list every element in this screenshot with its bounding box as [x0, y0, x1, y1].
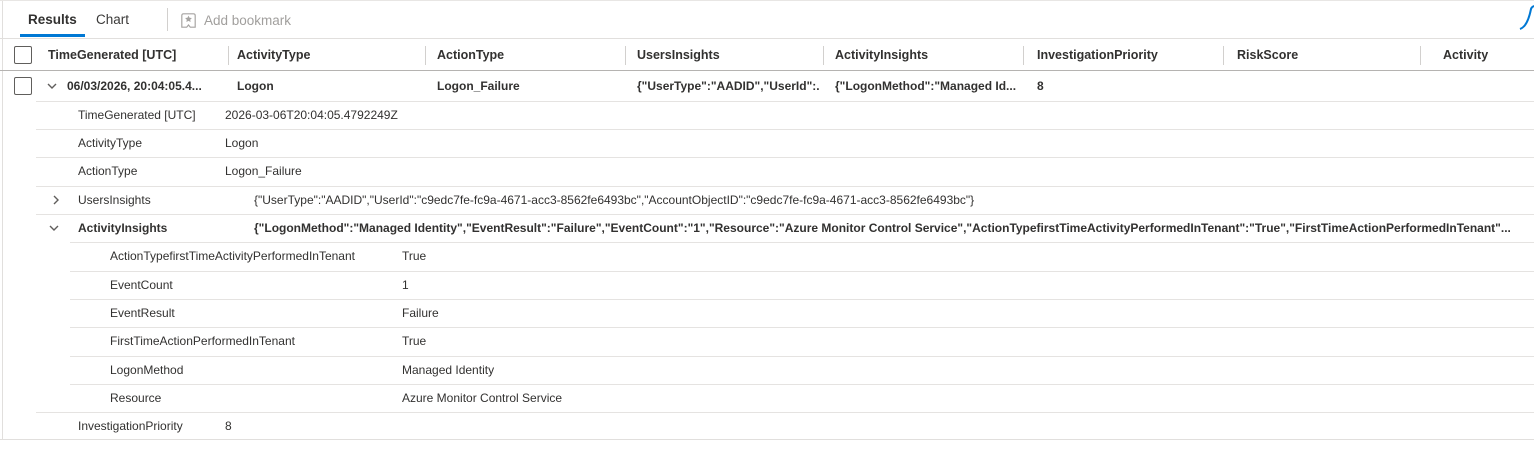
column-header-timegenerated[interactable]: TimeGenerated [UTC]: [48, 48, 177, 62]
detail-label: InvestigationPriority: [78, 419, 183, 433]
detail-value: Failure: [402, 306, 439, 320]
detail-value: Managed Identity: [402, 363, 495, 377]
detail-label: ActivityInsights: [78, 221, 168, 235]
detail-row-activitytype: ActivityType Logon: [0, 129, 1534, 157]
column-header-riskscore[interactable]: RiskScore: [1237, 48, 1299, 62]
detail-label: LogonMethod: [110, 363, 184, 377]
column-divider: [625, 46, 626, 65]
tab-results[interactable]: Results: [20, 7, 85, 37]
tab-bar: Results Chart Add bookmark: [0, 1, 1534, 38]
detail-label: EventCount: [110, 278, 173, 292]
detail-row-actiontypefirsttime: ActionTypefirstTimeActivityPerformedInTe…: [0, 242, 1534, 271]
cell-timegenerated: 06/03/2026, 20:04:05.4...: [67, 79, 202, 93]
cell-usersinsights: {"UserType":"AADID","UserId":...: [637, 79, 820, 93]
detail-value: True: [402, 334, 427, 348]
column-header-usersinsights[interactable]: UsersInsights: [637, 48, 720, 62]
detail-label: Resource: [110, 391, 162, 405]
column-divider: [425, 46, 426, 65]
column-header-investigationpriority[interactable]: InvestigationPriority: [1037, 48, 1158, 62]
detail-value: True: [402, 249, 427, 263]
column-divider: [228, 46, 229, 65]
detail-row-activityinsights: ActivityInsights {"LogonMethod":"Managed…: [0, 214, 1534, 242]
detail-value: 8: [225, 419, 232, 433]
expand-chevron-right-icon[interactable]: [50, 194, 62, 209]
detail-row-actiontype: ActionType Logon_Failure: [0, 157, 1534, 186]
cell-activityinsights: {"LogonMethod":"Managed Id...: [835, 79, 1017, 93]
detail-row-resource: Resource Azure Monitor Control Service: [0, 384, 1534, 412]
add-bookmark-label: Add bookmark: [204, 12, 292, 28]
cell-actiontype: Logon_Failure: [437, 79, 520, 93]
table-row[interactable]: 06/03/2026, 20:04:05.4... Logon Logon_Fa…: [0, 71, 1534, 101]
detail-row-timegenerated: TimeGenerated [UTC] 2026-03-06T20:04:05.…: [0, 101, 1534, 129]
detail-row-eventcount: EventCount 1: [0, 271, 1534, 299]
column-header-activity[interactable]: Activity: [1443, 48, 1489, 62]
detail-value: {"LogonMethod":"Managed Identity","Event…: [254, 221, 1511, 235]
detail-row-eventresult: EventResult Failure: [0, 299, 1534, 327]
detail-label: EventResult: [110, 306, 175, 320]
detail-value: {"UserType":"AADID","UserId":"c9edc7fe-f…: [254, 193, 975, 207]
column-header-activitytype[interactable]: ActivityType: [237, 48, 311, 62]
cell-activitytype: Logon: [237, 79, 274, 93]
detail-row-usersinsights: UsersInsights {"UserType":"AADID","UserI…: [0, 186, 1534, 214]
detail-label: ActionType: [78, 164, 138, 178]
column-divider: [1023, 46, 1024, 65]
table-bottom-border: [0, 439, 1534, 440]
column-header-actiontype[interactable]: ActionType: [437, 48, 505, 62]
column-divider: [1223, 46, 1224, 65]
pen-icon[interactable]: [1516, 5, 1534, 36]
collapse-chevron-down-icon[interactable]: [48, 222, 60, 237]
row-checkbox[interactable]: [14, 77, 32, 95]
detail-row-logonmethod: LogonMethod Managed Identity: [0, 356, 1534, 384]
cell-investigationpriority: 8: [1037, 79, 1044, 93]
detail-label: ActionTypefirstTimeActivityPerformedInTe…: [110, 249, 355, 263]
detail-value: Azure Monitor Control Service: [402, 391, 563, 405]
detail-row-investigationpriority: InvestigationPriority 8: [0, 412, 1534, 439]
detail-value: Logon_Failure: [225, 164, 302, 178]
bookmark-star-icon: [180, 12, 197, 29]
table-header-row: TimeGenerated [UTC] ActivityType ActionT…: [0, 38, 1534, 71]
column-divider: [1420, 46, 1421, 65]
detail-label: TimeGenerated [UTC]: [78, 108, 196, 122]
detail-row-firsttimeaction: FirstTimeActionPerformedInTenant True: [0, 327, 1534, 356]
detail-value: 1: [402, 278, 409, 292]
detail-value: 2026-03-06T20:04:05.4792249Z: [225, 108, 398, 122]
column-header-activityinsights[interactable]: ActivityInsights: [835, 48, 929, 62]
toolbar-divider: [167, 8, 168, 31]
tab-chart[interactable]: Chart: [96, 12, 130, 27]
detail-value: Logon: [225, 136, 259, 150]
panel-left-border: [2, 1, 3, 439]
add-bookmark-button[interactable]: Add bookmark: [180, 7, 291, 33]
select-all-checkbox[interactable]: [14, 46, 32, 64]
row-collapse-chevron-down-icon[interactable]: [46, 80, 58, 95]
column-divider: [823, 46, 824, 65]
detail-label: FirstTimeActionPerformedInTenant: [110, 334, 295, 348]
detail-label: UsersInsights: [78, 193, 151, 207]
detail-label: ActivityType: [78, 136, 143, 150]
